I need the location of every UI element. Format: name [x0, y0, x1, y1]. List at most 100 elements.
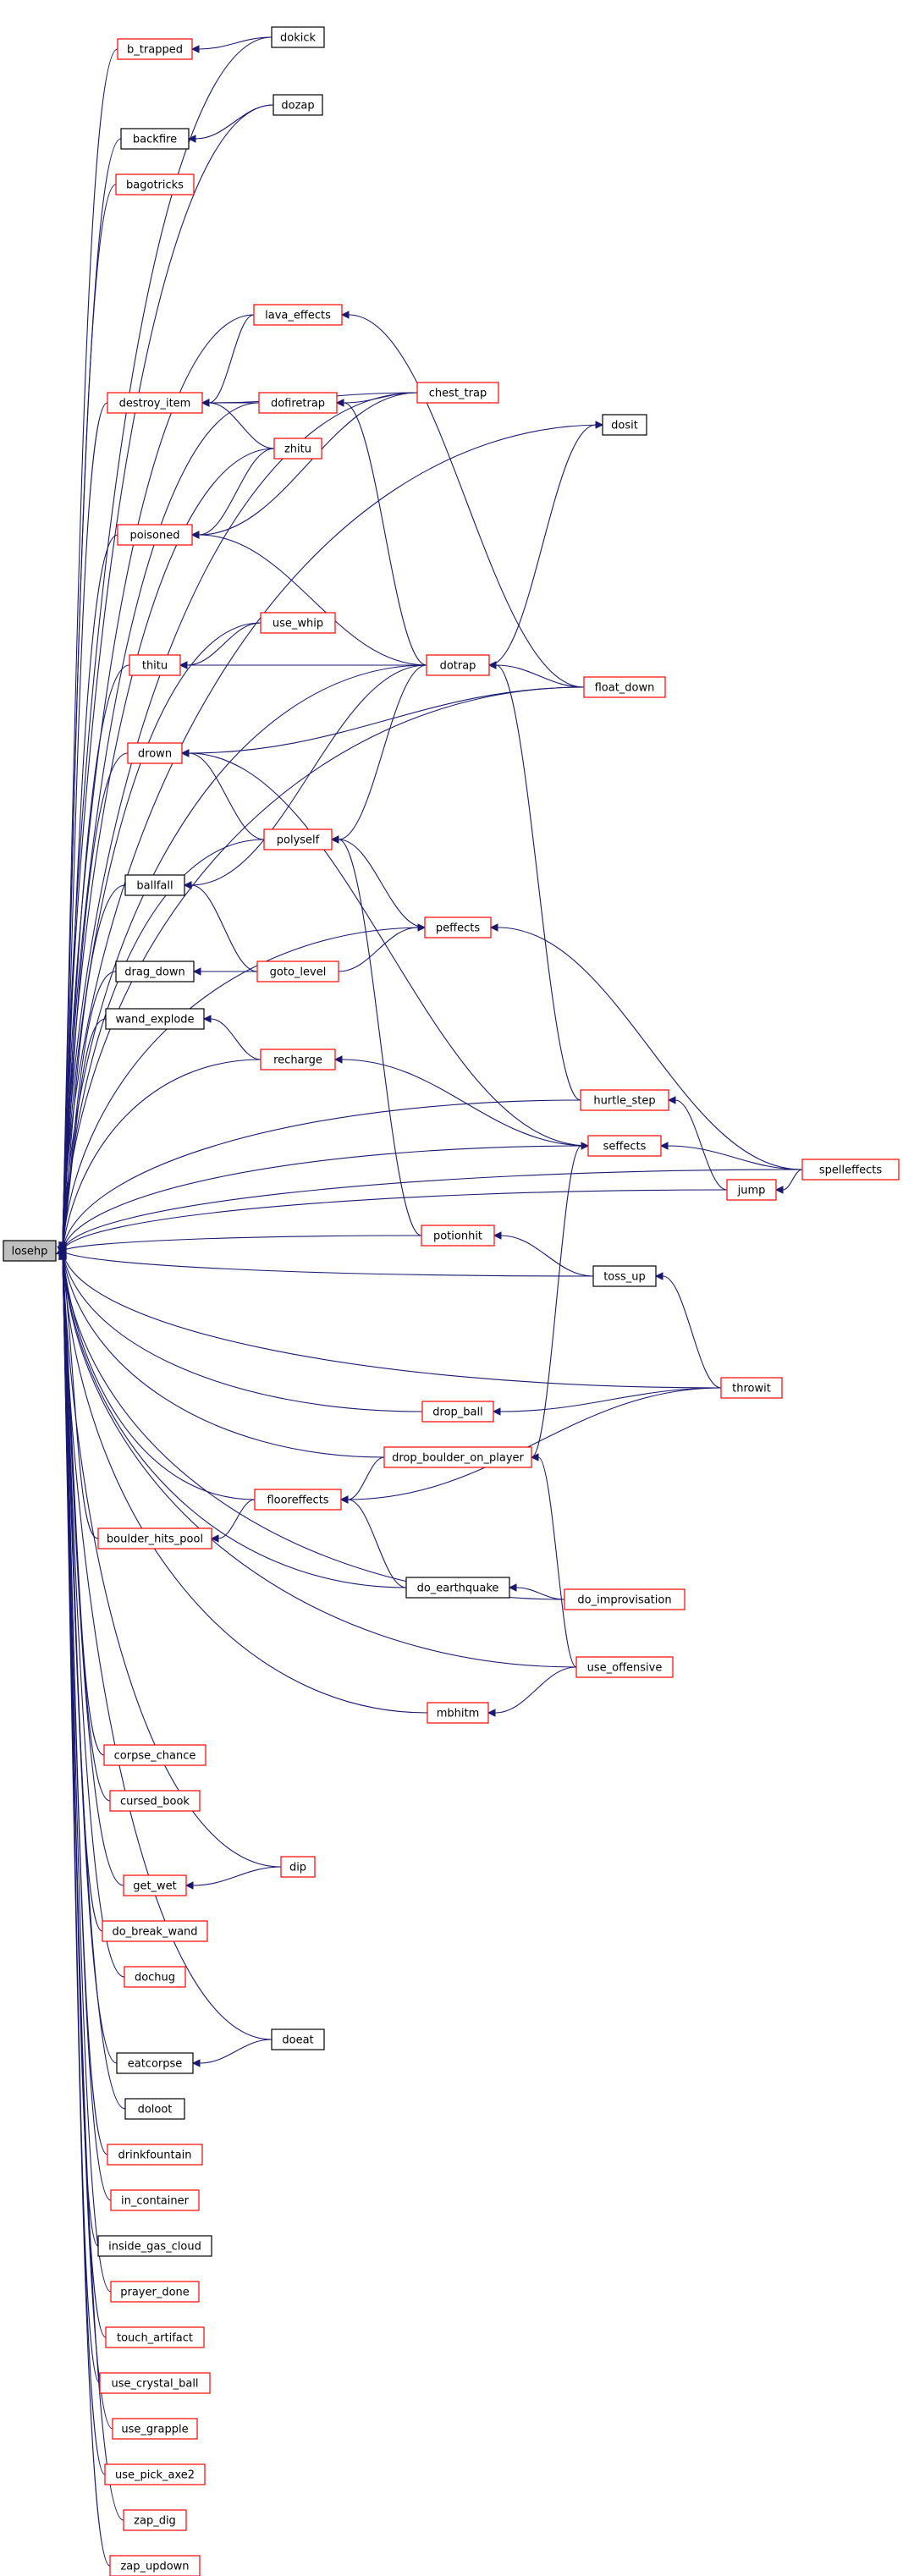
edge-use_whip-to-losehp	[58, 622, 262, 1253]
node-mbhitm[interactable]: mbhitm	[427, 1702, 489, 1724]
node-eatcorpse[interactable]: eatcorpse	[116, 2052, 194, 2074]
node-label: potionhit	[433, 1230, 482, 1243]
node-float_down[interactable]: float_down	[583, 676, 666, 698]
node-b_trapped[interactable]: b_trapped	[117, 38, 193, 60]
node-chest_trap[interactable]: chest_trap	[416, 382, 499, 404]
edge-line	[62, 1252, 385, 1458]
edge-arrowhead	[489, 923, 498, 932]
edge-line	[62, 1258, 126, 2110]
node-wand_explode[interactable]: wand_explode	[105, 1008, 205, 1030]
node-label: drop_ball	[432, 1406, 482, 1419]
node-drown[interactable]: drown	[127, 742, 183, 764]
node-box	[102, 1920, 208, 1942]
edge-arrowhead	[201, 399, 210, 407]
node-use_grapple[interactable]: use_grapple	[112, 2418, 198, 2440]
node-jump[interactable]: jump	[726, 1179, 777, 1201]
node-use_offensive[interactable]: use_offensive	[575, 1656, 674, 1678]
edge-line	[62, 1256, 124, 1886]
node-dotrap[interactable]: dotrap	[426, 654, 490, 676]
node-zap_updown[interactable]: zap_updown	[109, 2555, 201, 2576]
node-lava_effects[interactable]: lava_effects	[253, 304, 343, 326]
node-dochug[interactable]: dochug	[124, 1966, 186, 1988]
node-poisoned[interactable]: poisoned	[117, 524, 193, 546]
edge-line	[62, 1254, 428, 1714]
node-thitu[interactable]: thitu	[129, 654, 181, 676]
node-ballfall[interactable]: ballfall	[124, 874, 185, 896]
edge-drop_boulder_on_player-to-losehp	[58, 1244, 385, 1458]
node-dosit[interactable]: dosit	[602, 414, 647, 436]
node-do_earthquake[interactable]: do_earthquake	[405, 1577, 510, 1599]
node-drag_down[interactable]: drag_down	[115, 960, 195, 983]
edge-line	[662, 1275, 722, 1389]
node-zhitu[interactable]: zhitu	[273, 438, 322, 460]
node-dokick[interactable]: dokick	[271, 26, 325, 48]
edge-arrowhead	[192, 967, 201, 976]
edge-flooreffects-to-losehp	[58, 1245, 256, 1500]
edge-zap_updown-to-losehp	[58, 1251, 111, 2567]
edge-line	[192, 1866, 282, 1886]
node-box	[260, 612, 336, 634]
node-drinkfountain[interactable]: drinkfountain	[107, 2144, 203, 2166]
node-dip[interactable]: dip	[280, 1856, 316, 1878]
node-spelleffects[interactable]: spelleffects	[801, 1159, 900, 1181]
node-use_crystal_ball[interactable]: use_crystal_ball	[99, 2372, 211, 2394]
node-toss_up[interactable]: toss_up	[592, 1265, 657, 1287]
edge-line	[782, 1169, 803, 1191]
node-dozap[interactable]: dozap	[273, 94, 323, 116]
node-label: doeat	[282, 2034, 313, 2047]
edge-line	[62, 1145, 589, 1251]
node-doeat[interactable]: doeat	[271, 2028, 325, 2050]
node-label: throwit	[732, 1383, 771, 1395]
edge-dip-to-losehp	[58, 1247, 282, 1868]
node-corpse_chance[interactable]: corpse_chance	[103, 1744, 206, 1766]
node-backfire[interactable]: backfire	[120, 128, 190, 150]
node-box	[129, 654, 181, 676]
node-drop_ball[interactable]: drop_ball	[421, 1401, 494, 1423]
node-hurtle_step[interactable]: hurtle_step	[580, 1089, 669, 1111]
node-recharge[interactable]: recharge	[260, 1049, 336, 1071]
node-label: wand_explode	[115, 1014, 194, 1027]
edge-line	[62, 1250, 594, 1277]
edge-line	[190, 664, 427, 886]
node-get_wet[interactable]: get_wet	[123, 1874, 187, 1896]
node-peffects[interactable]: peffects	[424, 916, 492, 938]
node-goto_level[interactable]: goto_level	[256, 960, 339, 983]
node-boulder_hits_pool[interactable]: boulder_hits_pool	[97, 1527, 212, 1549]
node-destroy_item[interactable]: destroy_item	[107, 392, 203, 414]
edge-line	[190, 884, 258, 972]
node-potionhit[interactable]: potionhit	[421, 1225, 495, 1247]
node-use_pick_axe2[interactable]: use_pick_axe2	[104, 2463, 206, 2485]
edge-use_offensive-to-drop_boulder_on_player	[530, 1453, 577, 1668]
node-do_improvisation[interactable]: do_improvisation	[564, 1588, 686, 1610]
node-box	[280, 1856, 316, 1878]
node-box	[105, 1008, 205, 1030]
node-box	[602, 414, 647, 436]
node-losehp[interactable]: losehp	[3, 1240, 57, 1262]
node-cursed_book[interactable]: cursed_book	[109, 1790, 201, 1812]
node-do_break_wand[interactable]: do_break_wand	[102, 1920, 208, 1942]
edge-arrowhead	[187, 135, 196, 143]
node-seffects[interactable]: seffects	[587, 1135, 662, 1157]
node-dofiretrap[interactable]: dofiretrap	[258, 392, 338, 414]
node-box	[123, 1874, 187, 1896]
edge-jump-to-losehp	[58, 1189, 728, 1258]
node-bagotricks[interactable]: bagotricks	[115, 173, 195, 195]
edge-hurtle_step-to-dotrap	[487, 661, 581, 1101]
node-inside_gas_cloud[interactable]: inside_gas_cloud	[97, 2235, 212, 2257]
edge-do_earthquake-to-flooreffects	[339, 1495, 407, 1588]
node-throwit[interactable]: throwit	[720, 1377, 783, 1399]
node-doloot[interactable]: doloot	[124, 2098, 185, 2120]
node-prayer_done[interactable]: prayer_done	[110, 2281, 200, 2303]
node-use_whip[interactable]: use_whip	[260, 612, 336, 634]
node-in_container[interactable]: in_container	[110, 2189, 200, 2211]
node-touch_artifact[interactable]: touch_artifact	[105, 2326, 205, 2348]
node-box	[720, 1377, 783, 1399]
edge-use_whip-to-thitu	[179, 622, 262, 669]
node-label: dochug	[135, 1972, 175, 1984]
node-flooreffects[interactable]: flooreffects	[254, 1489, 342, 1511]
edge-line	[186, 622, 262, 666]
edge-arrowhead	[202, 1015, 212, 1023]
node-polyself[interactable]: polyself	[263, 828, 333, 850]
node-zap_dig[interactable]: zap_dig	[123, 2509, 187, 2531]
node-drop_boulder_on_player[interactable]: drop_boulder_on_player	[383, 1446, 532, 1468]
